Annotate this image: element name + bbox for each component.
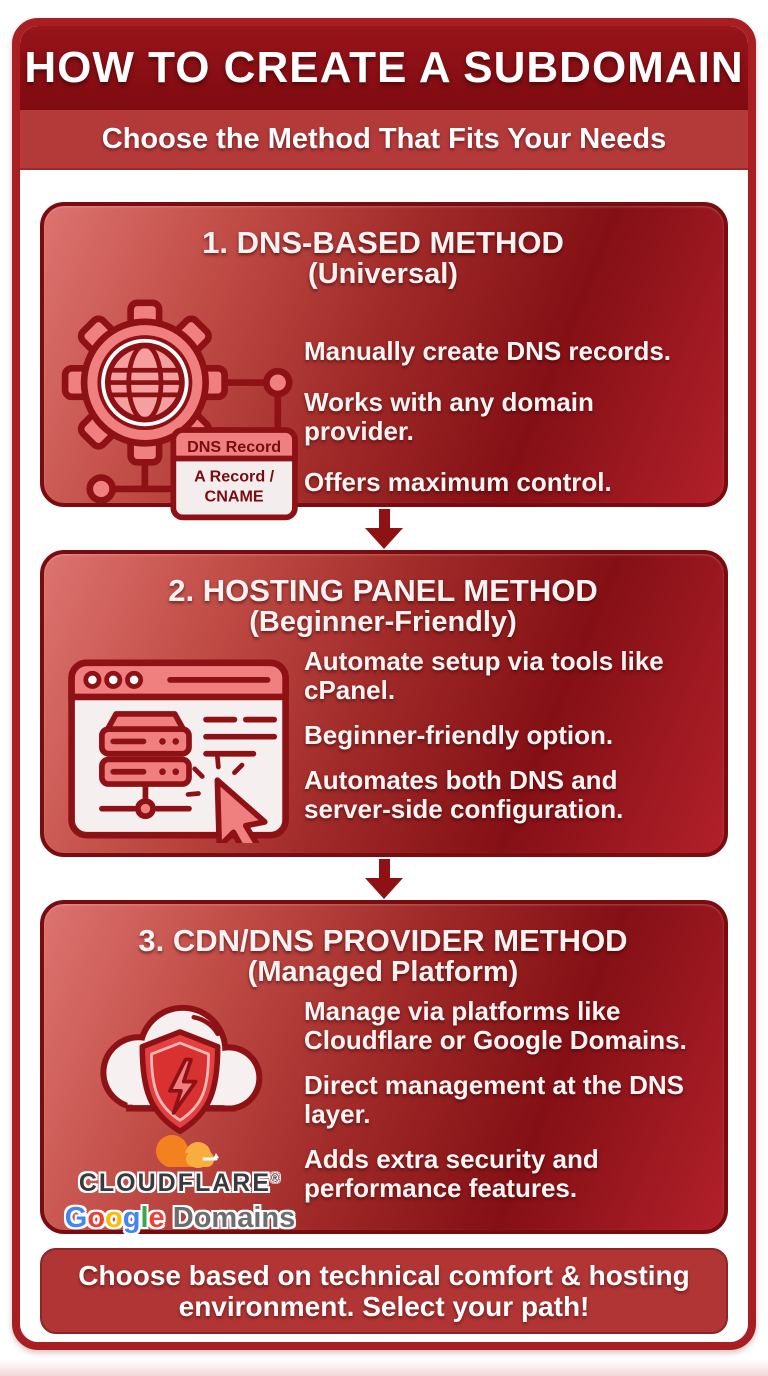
cloudflare-wordmark: CLOUDFLARE® (79, 1169, 281, 1198)
dns-record-box-line1: A Record / (194, 467, 275, 485)
infographic-frame: HOW TO CREATE A SUBDOMAIN Choose the Met… (12, 18, 756, 1350)
method-card-dns-based: 1. DNS-BASED METHOD (Universal) (40, 202, 728, 521)
card-2-bullet-1: Automate setup via tools like cPanel. (304, 645, 664, 705)
google-letter-g2: g (122, 1201, 141, 1234)
card-1-title: 1. DNS-BASED METHOD (Universal) (58, 226, 708, 291)
card-2-bullet-3: Automates both DNS and server-side confi… (304, 765, 624, 825)
google-letter-l: l (140, 1201, 149, 1234)
card-3-bullet-2: Direct management at the DNS layer. (304, 1070, 684, 1130)
card-1-icon-column: DNS Record A Record / CNAME (58, 299, 302, 525)
card-3-title-main: 3. CDN/DNS PROVIDER METHOD (138, 923, 628, 958)
gear-globe-dns-icon: DNS Record A Record / CNAME (61, 299, 298, 521)
card-1-text-column: Manually create DNS records. Works with … (302, 299, 708, 519)
node-dot-bottom-left (86, 473, 116, 504)
node-dot-top-right (263, 367, 293, 398)
method-card-cdn-dns-provider: 3. CDN/DNS PROVIDER METHOD (Managed Plat… (40, 900, 728, 1234)
google-letter-g1: G (64, 1201, 88, 1234)
method-card-hosting-panel: 2. HOSTING PANEL METHOD (Beginner-Friend… (40, 550, 728, 857)
browser-dot-3 (125, 670, 144, 689)
card-1-bullet-1: Manually create DNS records. (304, 335, 672, 366)
card-3-bullet-1: Manage via platforms like Cloudflare or … (304, 995, 687, 1055)
card-1-title-qualifier: (Universal) (308, 258, 458, 291)
browser-dot-1 (83, 670, 102, 689)
card-2-title-main: 2. HOSTING PANEL METHOD (168, 573, 598, 608)
card-2-text-column: Automate setup via tools like cPanel. Be… (302, 645, 708, 841)
google-letter-o2: o (105, 1201, 123, 1234)
down-arrow-2-stem (378, 858, 390, 878)
card-1-bullet-2: Works with any domain provider. (304, 386, 594, 446)
down-arrow-2-head (365, 877, 403, 899)
card-1-title-main: 1. DNS-BASED METHOD (202, 225, 564, 260)
browser-dot-2 (104, 670, 123, 689)
card-3-text-column: Manage via platforms like Cloudflare or … (302, 995, 708, 1220)
card-3-title-qualifier: (Managed Platform) (247, 956, 519, 989)
lightning-bolt-icon (168, 1057, 198, 1115)
security-shield (139, 1028, 221, 1134)
page-title: HOW TO CREATE A SUBDOMAIN (24, 43, 744, 92)
cloudflare-text: CLOUDFLARE (78, 1168, 272, 1197)
cloudflare-logo: CLOUDFLARE® Google Domains (65, 1129, 295, 1235)
down-arrow-1-stem (378, 508, 390, 528)
cloud-security-shield-icon (100, 1004, 263, 1134)
panel-text-lines (203, 716, 278, 757)
card-3-title: 3. CDN/DNS PROVIDER METHOD (Managed Plat… (58, 924, 708, 989)
dns-record-box-header: DNS Record (187, 438, 281, 456)
card-1-bullet-3: Offers maximum control. (304, 467, 612, 498)
cloudflare-cloud-icon (155, 1134, 219, 1168)
footer-callout: Choose based on technical comfort & host… (40, 1248, 728, 1334)
down-arrow-1-head (365, 527, 403, 549)
page-subtitle: Choose the Method That Fits Your Needs (101, 122, 667, 155)
header-band: HOW TO CREATE A SUBDOMAIN (20, 26, 748, 110)
footer-text: Choose based on technical comfort & host… (78, 1259, 690, 1322)
card-2-bullet-2: Beginner-friendly option. (304, 720, 614, 750)
card-3-icon-column: CLOUDFLARE® Google Domains (58, 997, 302, 1235)
google-domains-text: Domains (164, 1201, 296, 1234)
click-cursor-icon (185, 753, 268, 843)
google-letter-o1: o (87, 1201, 106, 1234)
server-stack-icon (99, 710, 192, 819)
hosting-panel-cursor-icon (68, 659, 289, 843)
cloudflare-trademark: ® (271, 1172, 282, 1185)
subtitle-band: Choose the Method That Fits Your Needs (20, 110, 748, 170)
content-area: 1. DNS-BASED METHOD (Universal) (20, 170, 748, 1334)
down-arrow-2 (40, 857, 728, 900)
down-arrow-1 (40, 507, 728, 550)
dns-record-box-line2: CNAME (205, 487, 264, 505)
card-2-title-qualifier: (Beginner-Friendly) (249, 606, 517, 639)
google-letter-e: e (148, 1201, 165, 1234)
card-3-bullet-3: Adds extra security and performance feat… (304, 1144, 599, 1204)
google-domains-logo: Google Domains (65, 1202, 295, 1235)
card-2-icon-column (58, 647, 302, 843)
dns-record-box: DNS Record A Record / CNAME (170, 426, 298, 521)
card-2-title: 2. HOSTING PANEL METHOD (Beginner-Friend… (58, 574, 708, 639)
